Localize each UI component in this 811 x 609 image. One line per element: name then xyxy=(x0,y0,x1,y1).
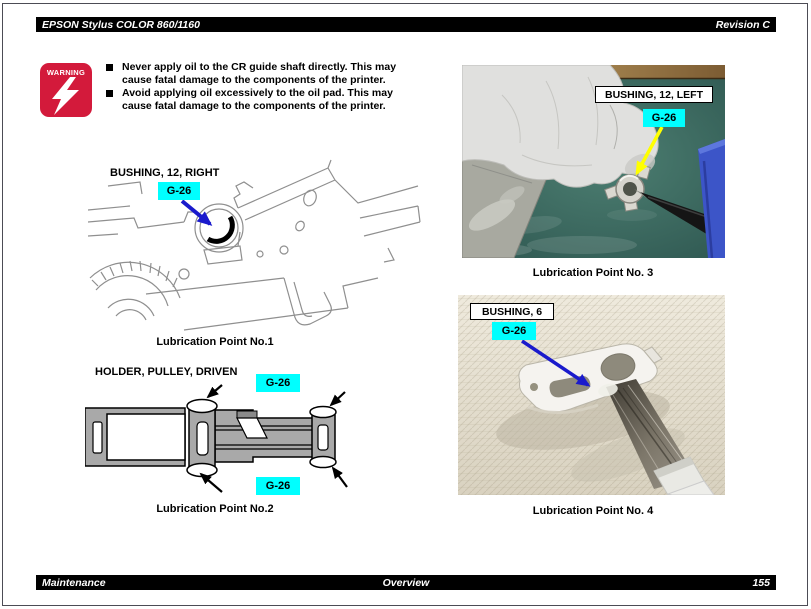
figure2-grease-label-top: G-26 xyxy=(256,374,300,392)
bullet-square-icon xyxy=(106,90,113,97)
warning-item-text: Never apply oil to the CR guide shaft di… xyxy=(122,61,397,86)
lubrication-arc-mark xyxy=(206,215,235,244)
figure2-caption: Lubrication Point No.2 xyxy=(156,503,274,515)
grease-brush xyxy=(598,379,715,495)
warning-item-text: Avoid applying oil excessively to the oi… xyxy=(122,87,393,112)
figure4-part-label: BUSHING, 6 xyxy=(470,303,554,320)
footer-bar: Maintenance Overview 155 xyxy=(36,575,776,590)
footer-section: Maintenance xyxy=(42,576,106,589)
warning-item: Never apply oil to the CR guide shaft di… xyxy=(106,61,398,87)
pulley-holder-shape xyxy=(85,398,337,478)
header-title: EPSON Stylus COLOR 860/1160 xyxy=(42,18,200,31)
figure3-photo: BUSHING, 12, LEFT G-26 xyxy=(462,65,725,258)
header-bar: EPSON Stylus COLOR 860/1160 Revision C xyxy=(36,17,776,32)
lightning-bolt-icon xyxy=(52,77,79,115)
warning-text-block: Never apply oil to the CR guide shaft di… xyxy=(106,61,398,113)
figure4-caption: Lubrication Point No. 4 xyxy=(532,505,654,517)
figure3-part-label: BUSHING, 12, LEFT xyxy=(595,86,713,103)
yellow-arrow-icon xyxy=(635,126,664,176)
figure1-caption: Lubrication Point No.1 xyxy=(156,336,274,348)
footer-subsection: Overview xyxy=(382,576,430,589)
figure3-caption: Lubrication Point No. 3 xyxy=(532,267,654,279)
blue-arrow-icon xyxy=(521,339,591,387)
warning-item: Avoid applying oil excessively to the oi… xyxy=(106,87,398,113)
bullet-square-icon xyxy=(106,64,113,71)
figure1-part-label: BUSHING, 12, RIGHT xyxy=(110,167,220,179)
footer-page-number: 155 xyxy=(752,576,770,589)
figure2-part-label: HOLDER, PULLEY, DRIVEN xyxy=(95,366,238,378)
figure1-line-art xyxy=(88,159,421,331)
figure4-photo: BUSHING, 6 G-26 xyxy=(458,295,725,495)
black-arrow-icons xyxy=(199,384,348,493)
figure1-grease-label: G-26 xyxy=(158,182,200,200)
blue-tray xyxy=(698,139,725,258)
warning-icon: WARNING xyxy=(40,63,92,117)
warning-icon-label: WARNING xyxy=(46,68,86,77)
figure4-grease-label: G-26 xyxy=(492,322,536,340)
figure2-pulley-diagram xyxy=(85,384,348,493)
figure3-grease-label: G-26 xyxy=(643,109,685,127)
blue-arrow-icon xyxy=(180,199,213,226)
header-revision: Revision C xyxy=(715,18,770,31)
figure2-grease-label-bottom: G-26 xyxy=(256,477,300,495)
chassis-outline xyxy=(88,159,421,331)
